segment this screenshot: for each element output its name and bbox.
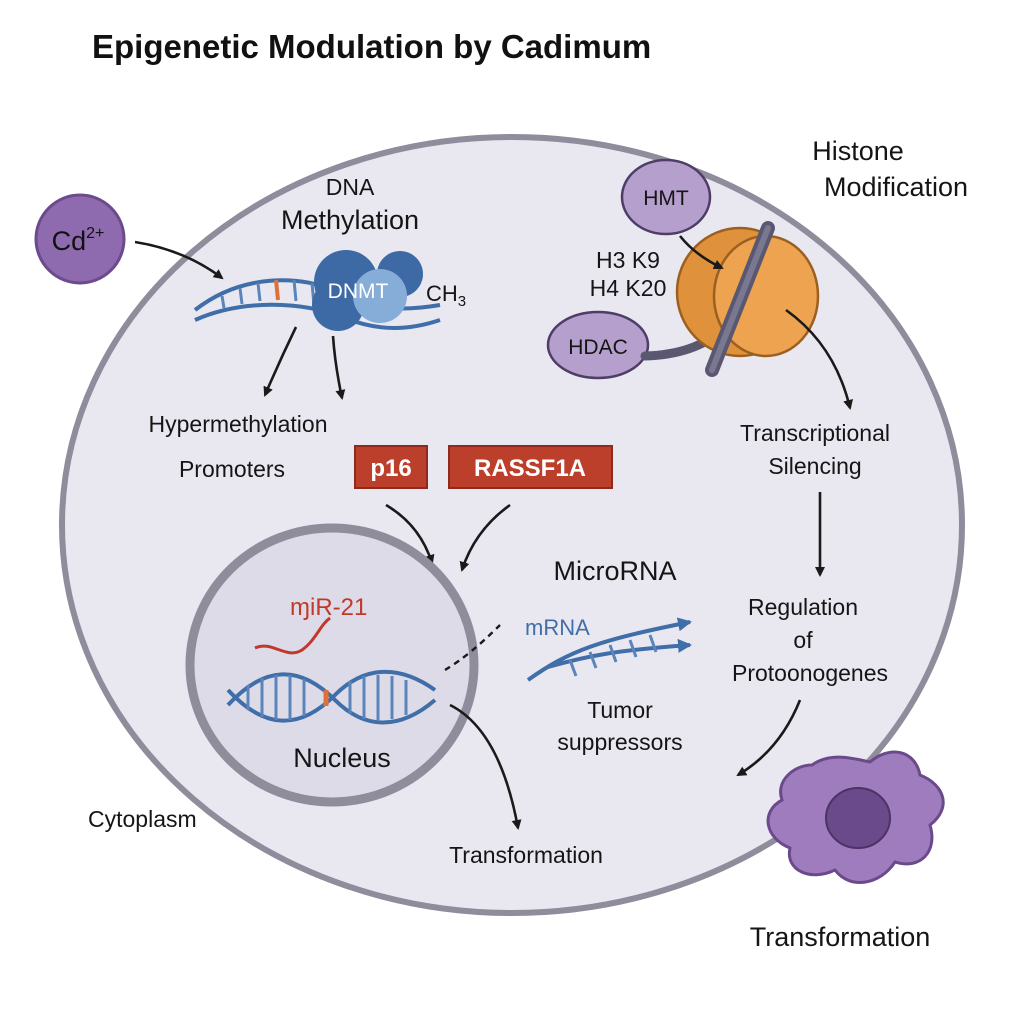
nucleus <box>185 523 479 807</box>
hypermethylation-label: Hypermethylation <box>149 411 328 437</box>
nucleus-dashed-link <box>444 624 501 672</box>
cadmium-ion: Cd2+ <box>34 193 126 285</box>
dnmt-enzyme-icon <box>312 250 423 331</box>
dnmt-arrow-right <box>331 335 346 400</box>
mrna-label: mRNA <box>525 615 590 640</box>
h3k9-label: H3 K9 <box>596 247 660 273</box>
promoters-label: Promoters <box>179 456 285 482</box>
transformation-outer-label: Transformation <box>750 922 931 952</box>
histone-heading-line1: Histone <box>812 136 904 166</box>
cytoplasm-label: Cytoplasm <box>88 806 197 832</box>
microrna-heading: MicroRNA <box>553 556 676 586</box>
gene-label-rassf1a: RASSF1A <box>474 455 586 482</box>
regulation-to-cell-arrow <box>736 699 802 777</box>
suppressors-label: suppressors <box>557 729 682 755</box>
dna-methylation-heading-line2: Methylation <box>281 205 419 235</box>
hmt-enzyme: HMT <box>620 158 712 236</box>
tumor-label: Tumor <box>587 697 653 723</box>
gene-box-p16: p16 <box>354 445 428 489</box>
hmt-to-nucleosome-arrow <box>678 235 724 270</box>
nucleosome-icon <box>640 221 820 377</box>
nucleosome-to-silencing-arrow <box>785 308 854 410</box>
mir21-label: ɱiR-21 <box>290 594 367 621</box>
dna-methylation-heading-line1: DNA <box>326 174 375 200</box>
regulation-line3: Protoonogenes <box>732 660 888 686</box>
transcriptional-label: Transcriptional <box>740 420 890 446</box>
histone-heading-line2: Modification <box>824 172 968 202</box>
transformation-inner-label: Transformation <box>449 842 603 868</box>
nucleus-to-transformation-arrow <box>449 703 522 830</box>
hmt-label: HMT <box>643 187 689 210</box>
mrna-strands <box>526 617 692 682</box>
hdac-enzyme: HDAC <box>546 310 650 380</box>
rassf1a-to-nucleus-arrow <box>459 503 511 572</box>
mirna-strand <box>254 616 331 655</box>
h4k20-label: H4 K20 <box>590 275 667 301</box>
silencing-label: Silencing <box>768 453 861 479</box>
cd-to-dna-arrow <box>134 240 224 280</box>
dnmt-label: DNMT <box>328 280 389 303</box>
hdac-label: HDAC <box>568 336 628 359</box>
regulation-line1: Regulation <box>748 594 858 620</box>
transformed-cell-icon <box>766 750 945 884</box>
methyl-group-label: CH3 <box>426 281 466 310</box>
gene-box-rassf1a: RASSF1A <box>448 445 613 489</box>
diagram-title: Epigenetic Modulation by Cadimum <box>92 28 651 65</box>
regulation-line2: of <box>793 627 813 653</box>
nucleus-label: Nucleus <box>293 743 391 773</box>
gene-label-p16: p16 <box>370 455 411 482</box>
nuclear-dna-helix <box>226 669 437 725</box>
dnmt-arrow-left <box>263 326 298 397</box>
cadmium-ion-label: Cd2+ <box>52 225 105 256</box>
p16-to-nucleus-arrow <box>385 503 435 565</box>
